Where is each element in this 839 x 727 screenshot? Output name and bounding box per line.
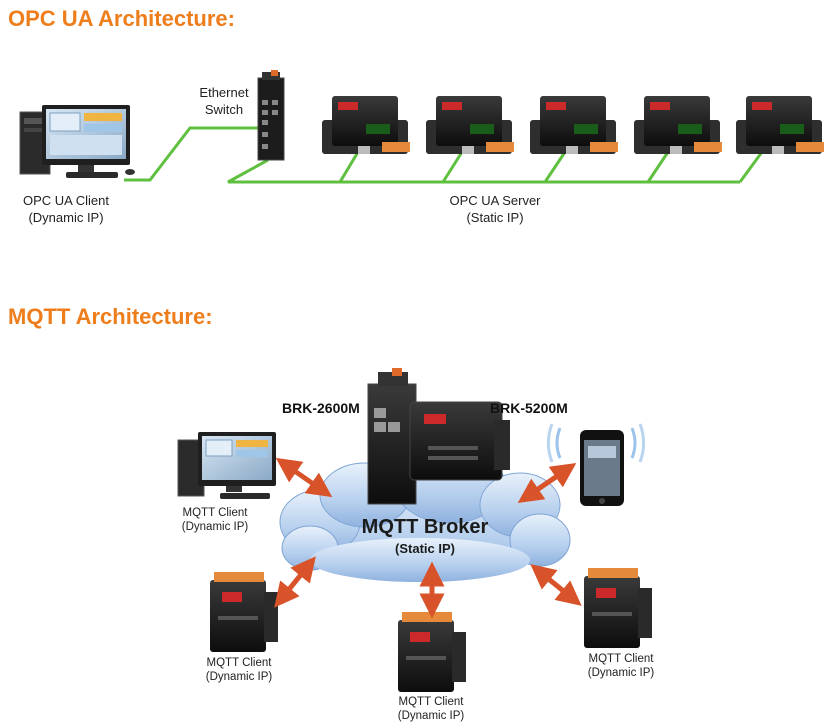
opcua-client-label: OPC UA Client (Dynamic IP) [6,192,126,226]
arrow-pc-broker [275,457,333,498]
mqtt-client-label-line1: MQTT Client [206,657,272,669]
opcua-server-device-icon [736,96,824,154]
mqtt-client-label-bottom: MQTT Client (Dynamic IP) [386,695,476,723]
mqtt-connection-arrows [274,457,582,619]
opcua-server-device-icon [530,96,618,154]
mqtt-client-device-icon [584,568,652,648]
mqtt-client-label-line1: MQTT Client [588,653,654,665]
mqtt-client-label-line2: (Dynamic IP) [397,710,465,722]
brk-5200m-label: BRK-5200M [490,400,568,416]
broker-title: MQTT Broker [361,516,489,538]
brk-2600m-label: BRK-2600M [282,400,360,416]
brk-2600m-device-icon [367,368,417,505]
mqtt-client-label-left: MQTT Client (Dynamic IP) [194,656,284,684]
mqtt-client-label-right: MQTT Client (Dynamic IP) [576,652,666,680]
opcua-heading: OPC UA Architecture: [8,6,235,31]
ethernet-switch-icon [257,70,285,161]
arrow-phone-broker [517,462,577,504]
mqtt-client-label-line1: MQTT Client [182,507,248,519]
opcua-client-label-line2: (Dynamic IP) [28,210,104,225]
mqtt-client-label-line1: MQTT Client [398,696,464,708]
brk-5200m-device-icon [409,401,510,481]
mqtt-client-label-line2: (Dynamic IP) [587,667,655,679]
mqtt-client-pc-icon [177,432,276,499]
mqtt-client-label-line2: (Dynamic IP) [205,671,273,683]
broker-subtitle: (Static IP) [395,541,455,556]
opcua-server-label-line1: OPC UA Server [449,193,541,208]
mqtt-client-label-pc: MQTT Client (Dynamic IP) [170,506,260,534]
opcua-server-device-icon [426,96,514,154]
opcua-server-device-icon [634,96,722,154]
opcua-links [124,126,764,184]
mqtt-heading: MQTT Architecture: [8,304,213,329]
opcua-server-device-icon [322,96,410,154]
mqtt-client-label-line2: (Dynamic IP) [181,521,249,533]
switch-label: Ethernet Switch [186,84,262,118]
switch-label-line1: Ethernet [199,85,249,100]
mqtt-client-device-icon [210,572,278,652]
opcua-client-label-line1: OPC UA Client [23,193,109,208]
switch-label-line2: Switch [204,102,244,117]
opcua-client-pc-icon [19,105,135,178]
arrow-broker-client-left [274,556,316,608]
arrow-broker-client-right [530,564,582,606]
opcua-server-devices [322,96,824,154]
mqtt-client-device-icon [398,612,466,692]
opcua-server-label: OPC UA Server (Static IP) [430,192,560,226]
smartphone-icon [546,423,646,506]
opcua-server-label-line2: (Static IP) [466,210,524,225]
